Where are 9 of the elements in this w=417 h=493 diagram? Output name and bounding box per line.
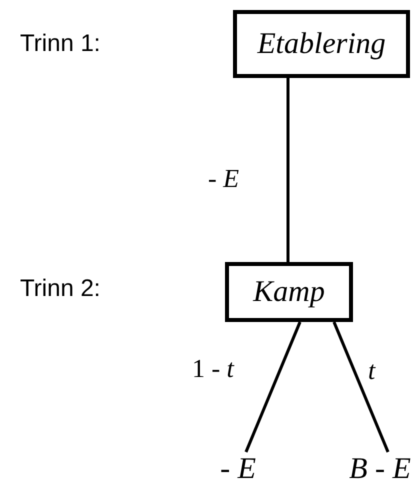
stage-box: Etablering xyxy=(233,10,410,78)
stage-label: Trinn 1: xyxy=(20,30,100,58)
stage-label: Trinn 2: xyxy=(20,275,100,303)
tree-branch xyxy=(332,321,390,453)
payoff-text: - E xyxy=(214,452,262,486)
tree-branch xyxy=(244,321,302,453)
tree-branch xyxy=(286,78,290,262)
stage-box: Kamp xyxy=(225,262,353,322)
payoff-text: B - E xyxy=(345,452,415,486)
